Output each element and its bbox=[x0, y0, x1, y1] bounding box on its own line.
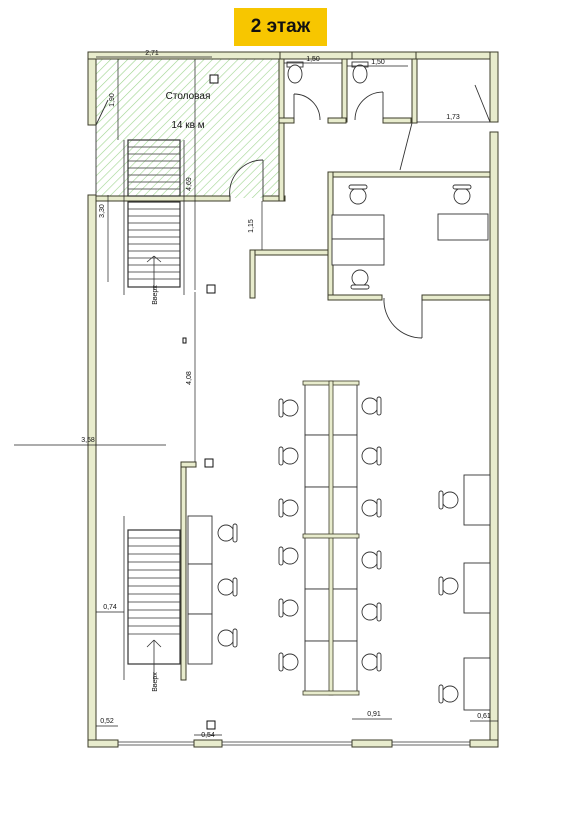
dim-window-b: 0,54 bbox=[201, 732, 215, 739]
dim-left-corner: 0,52 bbox=[100, 718, 114, 725]
interior-walls bbox=[95, 58, 491, 681]
dim-window-a: 0,91 bbox=[367, 711, 381, 718]
dim-right-corner: 0,61 bbox=[477, 713, 491, 720]
dim-dining-width: 2,71 bbox=[145, 50, 159, 57]
dining-room-floor bbox=[96, 59, 279, 198]
desks-right-wall bbox=[463, 474, 491, 711]
desk-partitions bbox=[302, 380, 360, 696]
chairs bbox=[217, 184, 472, 704]
floor-title-badge: 2 этаж bbox=[234, 8, 327, 46]
dim-stair-gap: 0,74 bbox=[103, 604, 117, 611]
office-desks bbox=[331, 213, 489, 266]
dim-dining-depth: 1,90 bbox=[109, 93, 116, 107]
dim-corner-room: 1,73 bbox=[446, 114, 460, 121]
dim-wall-offset: 3,58 bbox=[81, 437, 95, 444]
dim-wc1-width: 1,50 bbox=[306, 56, 320, 63]
dim-wc2-width: 1,50 bbox=[371, 59, 385, 66]
dim-hall-span: 4,08 bbox=[186, 371, 193, 385]
outer-walls bbox=[87, 51, 499, 748]
dimension-lines bbox=[14, 56, 498, 736]
stair-up-label-top: Вверх bbox=[152, 285, 159, 305]
doors bbox=[95, 84, 491, 339]
toilets bbox=[286, 61, 369, 84]
dim-dining-span: 4,69 bbox=[186, 177, 193, 191]
floor-title: 2 этаж bbox=[250, 16, 311, 37]
room-area: 14 кв м bbox=[171, 120, 204, 131]
column-markers bbox=[182, 74, 219, 730]
stairs-top-steps bbox=[123, 140, 185, 295]
room-name: Столовая bbox=[166, 91, 211, 102]
dim-stair-depth: 3,30 bbox=[99, 204, 106, 218]
bottom-windows bbox=[118, 741, 470, 746]
stairs-bottom-steps bbox=[123, 516, 180, 680]
desks-stair-side bbox=[187, 515, 213, 665]
stair-up-label-bottom: Вверх bbox=[152, 672, 159, 692]
dim-corridor: 1,15 bbox=[248, 219, 255, 233]
